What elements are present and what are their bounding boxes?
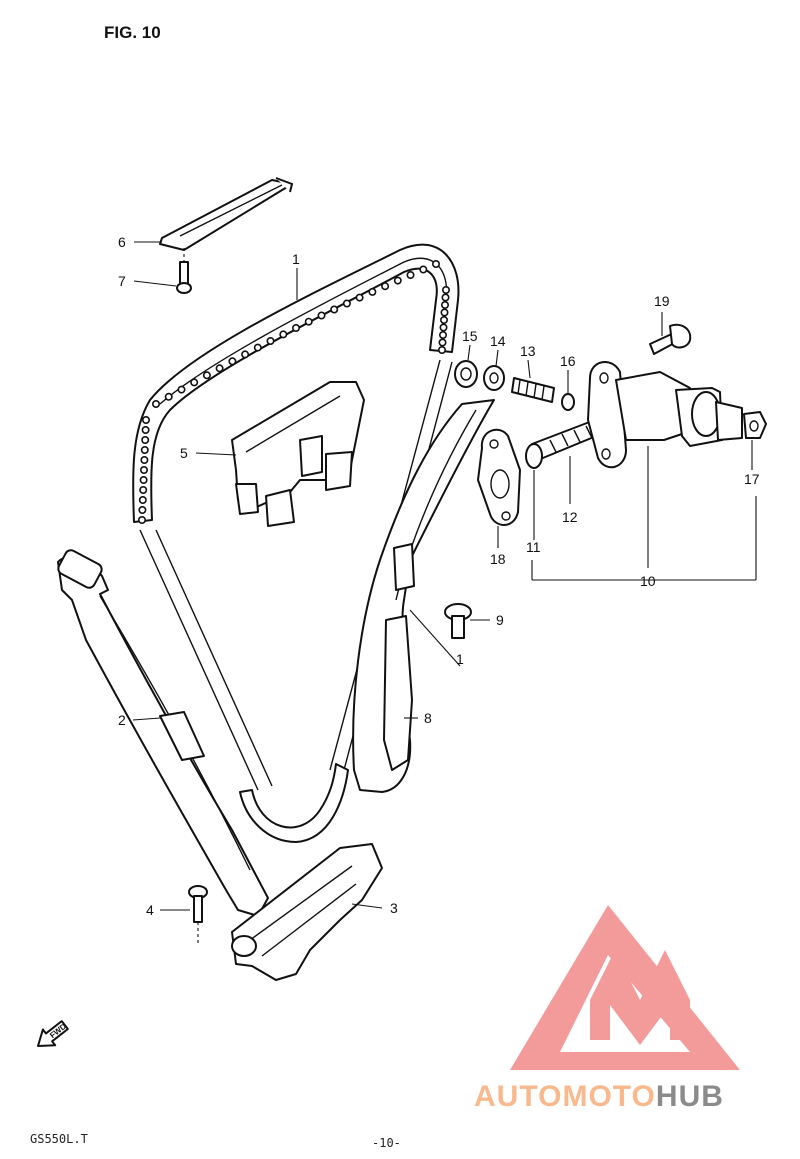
callout-14: 14 — [490, 333, 506, 349]
part-5-upper-guide — [231, 381, 365, 527]
callout-7: 7 — [118, 273, 126, 289]
part-9-bolt — [444, 603, 472, 639]
callout-6: 6 — [118, 234, 126, 250]
chain-link — [342, 299, 351, 308]
watermark-m-icon — [590, 950, 690, 1045]
callout-8: 8 — [424, 710, 432, 726]
callout-3: 3 — [390, 900, 398, 916]
callout-4: 4 — [146, 902, 154, 918]
chain-link — [138, 495, 147, 504]
chain-link — [141, 435, 150, 444]
callout-11: 11 — [526, 539, 541, 555]
callout-13: 13 — [520, 343, 536, 359]
chain-link — [266, 336, 275, 345]
part-12-pushrod — [525, 417, 607, 469]
direction-marker: FWD — [37, 1020, 69, 1047]
chain-link — [431, 259, 440, 268]
callout-17: 17 — [744, 471, 760, 487]
chain-link — [215, 364, 224, 373]
model-code: GS550L.T — [30, 1132, 88, 1146]
part-7-screw — [176, 248, 192, 294]
chain-link — [441, 285, 450, 294]
chain-link — [439, 323, 448, 332]
page-number: -10- — [372, 1136, 401, 1150]
chain-link — [139, 475, 148, 484]
chain-link — [138, 505, 147, 514]
part-16-oring — [561, 393, 575, 411]
callout-10: 10 — [640, 573, 656, 589]
callout-12: 12 — [562, 509, 578, 525]
callout-19: 19 — [654, 293, 670, 309]
part-3-lower-guide — [231, 843, 383, 981]
part-1-chain — [132, 243, 460, 843]
part-18-gasket — [477, 428, 521, 526]
part-13-spring — [511, 377, 555, 403]
chain-link — [291, 323, 300, 332]
callout-5: 5 — [180, 445, 188, 461]
chain-link — [439, 315, 448, 324]
part-10-tensioner-body — [587, 361, 743, 469]
callout-1: 1 — [292, 251, 300, 267]
chain-link — [381, 282, 390, 291]
chain-link — [355, 293, 364, 302]
chain-link — [279, 330, 288, 339]
watermark-text-part2: HUB — [656, 1080, 724, 1113]
chain-link — [241, 350, 250, 359]
chain-link — [190, 378, 199, 387]
chain-link — [317, 311, 326, 320]
part-8-tensioner-guide — [352, 399, 495, 793]
chain-link — [440, 308, 449, 317]
arrow-left-icon — [37, 1020, 69, 1047]
chain-link — [440, 300, 449, 309]
chain-link — [142, 415, 151, 424]
chain-link — [441, 293, 450, 302]
chain-link — [438, 330, 447, 339]
figure-title: FIG. 10 — [104, 23, 161, 42]
chain-link — [228, 357, 237, 366]
chain-link — [202, 371, 211, 380]
callout-1b: 1 — [456, 651, 464, 667]
part-19-bolt — [649, 323, 692, 355]
watermark-logo — [510, 905, 740, 1070]
chain-link — [437, 345, 446, 354]
chain-link — [419, 265, 428, 274]
leader-lines — [132, 241, 757, 911]
chain-link — [330, 305, 339, 314]
part-14-washer — [483, 365, 505, 391]
chain-link — [393, 276, 402, 285]
chain-link — [140, 445, 149, 454]
callout-18: 18 — [490, 551, 506, 567]
chain-link — [139, 485, 148, 494]
callout-15: 15 — [462, 328, 478, 344]
watermark-text-part1: AUTOMOTO — [474, 1080, 656, 1113]
part-6-guide — [159, 177, 293, 251]
chain-link — [368, 287, 377, 296]
part-2-front-guide — [57, 549, 269, 917]
chain-link — [141, 425, 150, 434]
chain-link — [438, 338, 447, 347]
chain-link — [140, 465, 149, 474]
callout-9: 9 — [496, 612, 504, 628]
part-4-screw — [188, 885, 208, 946]
callout-16: 16 — [560, 353, 576, 369]
callout-2: 2 — [118, 712, 126, 728]
chain-link — [140, 455, 149, 464]
chain-link — [253, 343, 262, 352]
chain-link — [164, 392, 173, 401]
chain-link — [304, 317, 313, 326]
chain-link — [406, 270, 415, 279]
chain-link — [138, 515, 147, 524]
chain-link — [177, 385, 186, 394]
watermark-text: AUTOMOTOHUB — [474, 1080, 724, 1113]
chain-link — [152, 399, 161, 408]
part-17-nut — [743, 411, 767, 439]
part-15-nut — [454, 360, 478, 388]
